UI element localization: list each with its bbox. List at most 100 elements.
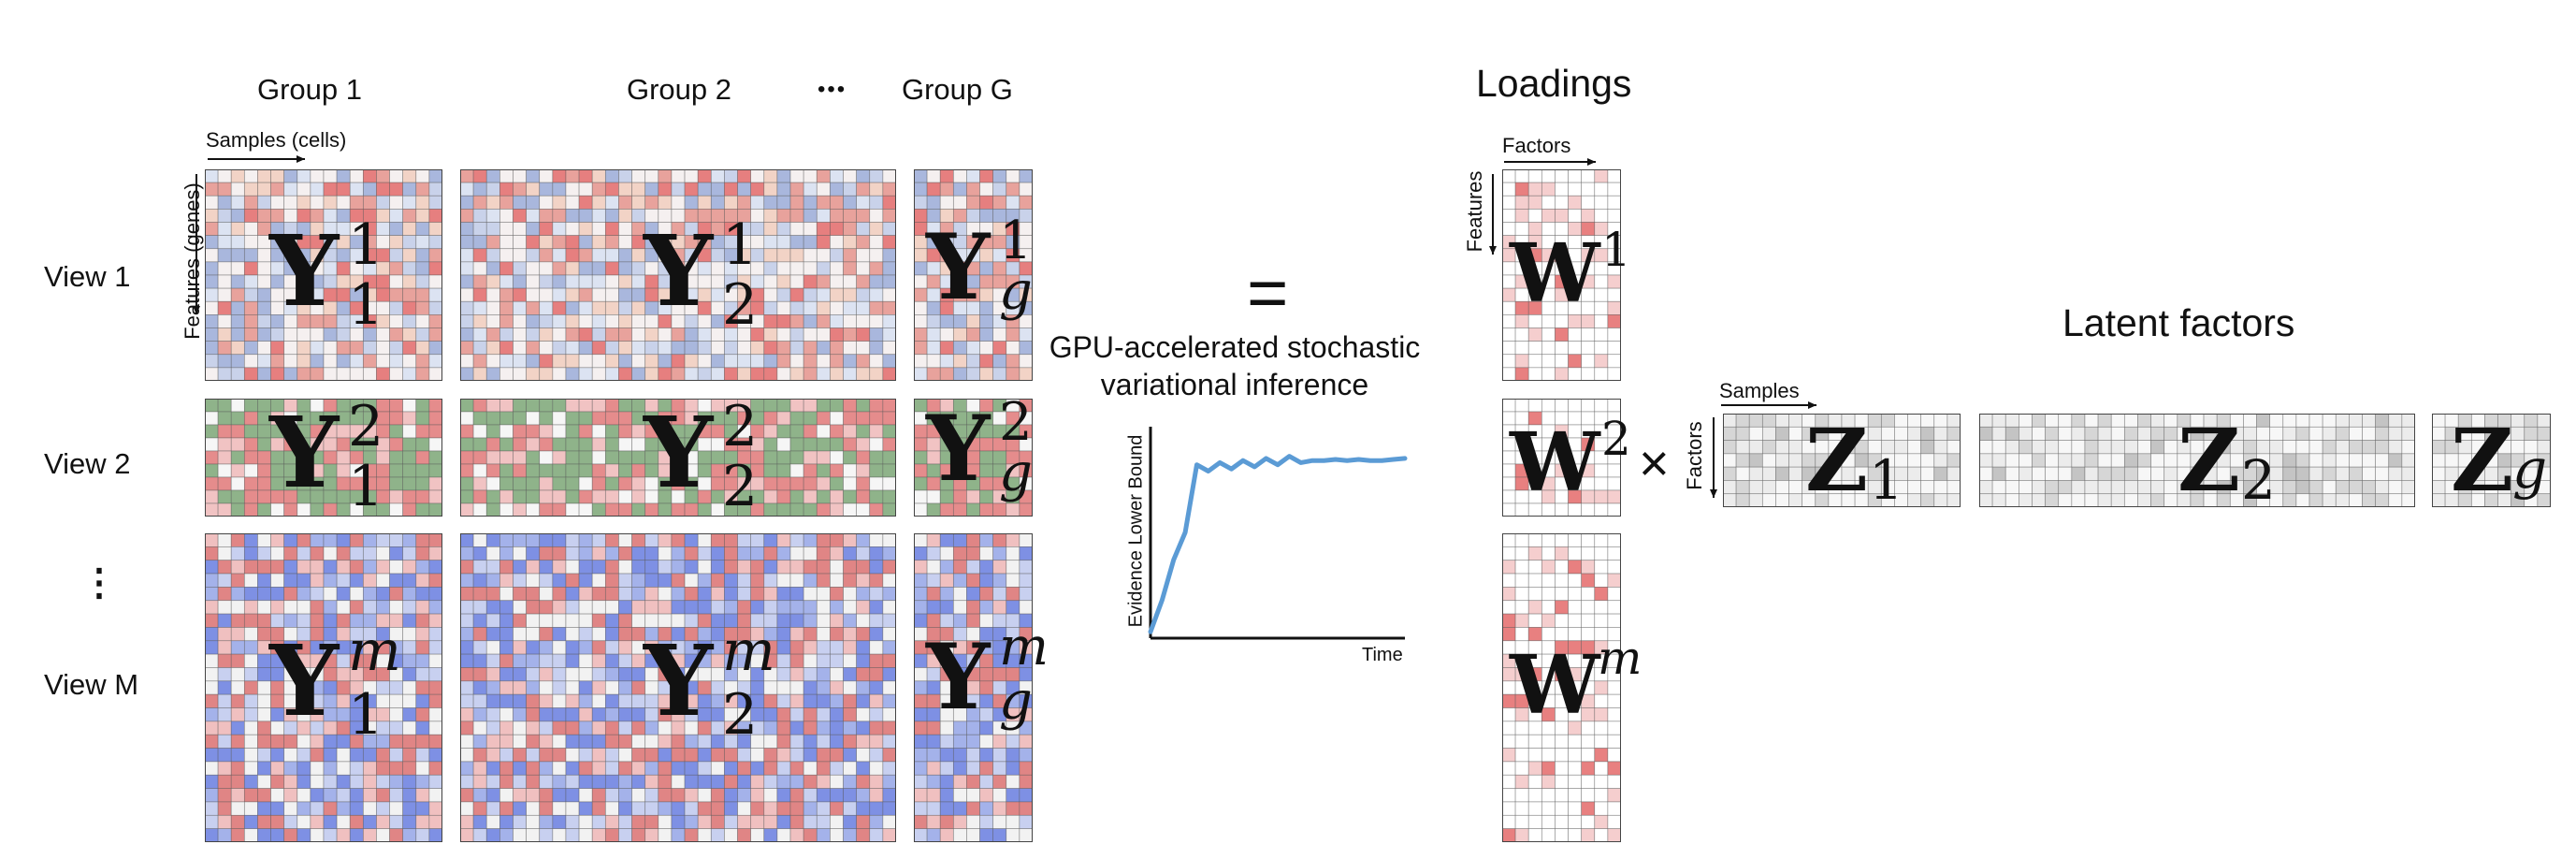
heatmap-cell xyxy=(803,680,818,695)
heatmap-cell xyxy=(460,450,474,465)
heatmap-cell xyxy=(376,287,390,302)
heatmap-cell xyxy=(2401,453,2415,468)
matrix-w-view2 xyxy=(1502,399,1621,517)
heatmap-cell xyxy=(737,693,752,708)
heatmap-cell xyxy=(631,287,646,302)
heatmap-cell xyxy=(257,560,271,575)
heatmap-cell xyxy=(750,328,765,342)
heatmap-cell xyxy=(1581,587,1596,602)
heatmap-cell xyxy=(1581,653,1596,668)
heatmap-cell xyxy=(402,640,417,655)
heatmap-cell xyxy=(882,450,896,465)
heatmap-cell xyxy=(1979,466,1993,481)
heatmap-cell xyxy=(631,261,646,276)
heatmap-cell xyxy=(460,667,474,682)
heatmap-cell xyxy=(697,195,712,210)
heatmap-cell xyxy=(297,354,311,369)
heatmap-cell xyxy=(1514,613,1529,628)
heatmap-cell xyxy=(750,489,765,504)
heatmap-cell xyxy=(763,653,778,668)
heatmap-cell xyxy=(684,546,699,561)
heatmap-cell xyxy=(415,235,430,250)
heatmap-cell xyxy=(604,680,619,695)
heatmap-cell xyxy=(684,300,699,315)
heatmap-cell xyxy=(565,287,580,302)
heatmap-cell xyxy=(618,613,632,628)
heatmap-cell xyxy=(349,476,364,491)
heatmap-cell xyxy=(499,640,514,655)
heatmap-cell xyxy=(376,248,390,263)
heatmap-cell xyxy=(763,600,778,615)
heatmap-cell xyxy=(2164,493,2178,507)
heatmap-cell xyxy=(979,476,994,491)
heatmap-cell xyxy=(658,734,673,749)
heatmap-cell xyxy=(2537,466,2551,481)
heatmap-cell xyxy=(217,463,232,478)
heatmap-cell xyxy=(992,707,1007,722)
heatmap-cell xyxy=(789,489,804,504)
matrix-z-group1 xyxy=(1723,414,1961,507)
heatmap-cell xyxy=(914,748,928,763)
heatmap-cell xyxy=(376,367,390,381)
heatmap-cell xyxy=(966,354,980,369)
heatmap-cell xyxy=(1920,493,1935,507)
heatmap-cell xyxy=(499,367,514,381)
heatmap-cell xyxy=(644,748,659,763)
heatmap-cell xyxy=(2150,480,2165,495)
heatmap-cell xyxy=(376,354,390,369)
heatmap-cell xyxy=(526,463,541,478)
heatmap-cell xyxy=(1555,721,1569,735)
heatmap-cell xyxy=(2432,440,2446,455)
heatmap-cell xyxy=(750,693,765,708)
matrix-border xyxy=(460,399,896,517)
heatmap-cell xyxy=(552,774,567,789)
heatmap-cell xyxy=(1581,463,1596,478)
heatmap-cell xyxy=(1006,367,1020,381)
heatmap-cell xyxy=(631,209,646,223)
heatmap-cell xyxy=(270,640,285,655)
heatmap-cell xyxy=(1555,761,1569,776)
heatmap-cell xyxy=(526,354,541,369)
heatmap-cell xyxy=(856,502,871,517)
heatmap-cell xyxy=(499,235,514,250)
heatmap-cell xyxy=(1006,248,1020,263)
heatmap-cell xyxy=(763,328,778,342)
heatmap-cell xyxy=(816,774,831,789)
heatmap-cell xyxy=(499,693,514,708)
heatmap-cell xyxy=(1502,546,1516,561)
heatmap-cell xyxy=(882,489,896,504)
heatmap-cell xyxy=(843,341,857,356)
heatmap-cell xyxy=(499,573,514,588)
heatmap-cell xyxy=(243,476,258,491)
heatmap-cell xyxy=(230,801,245,816)
heatmap-cell xyxy=(830,287,844,302)
heatmap-cell xyxy=(763,546,778,561)
heatmap-cell xyxy=(402,546,417,561)
heatmap-cell xyxy=(310,235,325,250)
heatmap-cells xyxy=(205,169,442,381)
heatmap-cell xyxy=(789,300,804,315)
heatmap-cell xyxy=(2216,480,2231,495)
heatmap-cell xyxy=(926,399,941,413)
heatmap-cell xyxy=(776,463,791,478)
heatmap-cell xyxy=(710,801,725,816)
heatmap-cell xyxy=(428,828,442,842)
heatmap-cell xyxy=(526,546,541,561)
heatmap-cell xyxy=(485,693,500,708)
heatmap-cell xyxy=(1568,248,1583,263)
heatmap-cell xyxy=(2524,414,2539,428)
heatmap-cell xyxy=(658,195,673,210)
heatmap-cell xyxy=(376,560,390,575)
heatmap-cell xyxy=(1019,314,1033,328)
heatmap-cell xyxy=(2432,480,2446,495)
heatmap-cell xyxy=(789,587,804,602)
heatmap-cell xyxy=(2308,426,2323,441)
heatmap-cell xyxy=(1933,493,1948,507)
heatmap-cell xyxy=(402,693,417,708)
heatmap-cell xyxy=(1019,437,1033,452)
heatmap-cell xyxy=(1541,489,1556,504)
heatmap-cell xyxy=(485,734,500,749)
heatmap-cell xyxy=(684,235,699,250)
heatmap-cell xyxy=(362,437,377,452)
heatmap-cell xyxy=(914,354,928,369)
